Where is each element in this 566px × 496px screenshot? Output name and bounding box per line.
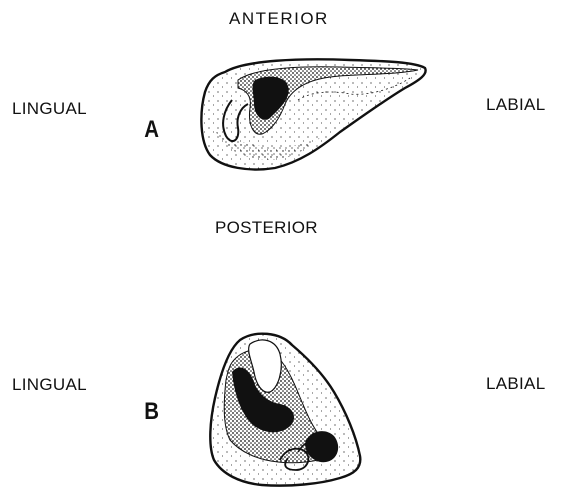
tooth-b-section xyxy=(210,334,360,486)
tooth-a-section xyxy=(201,59,425,169)
